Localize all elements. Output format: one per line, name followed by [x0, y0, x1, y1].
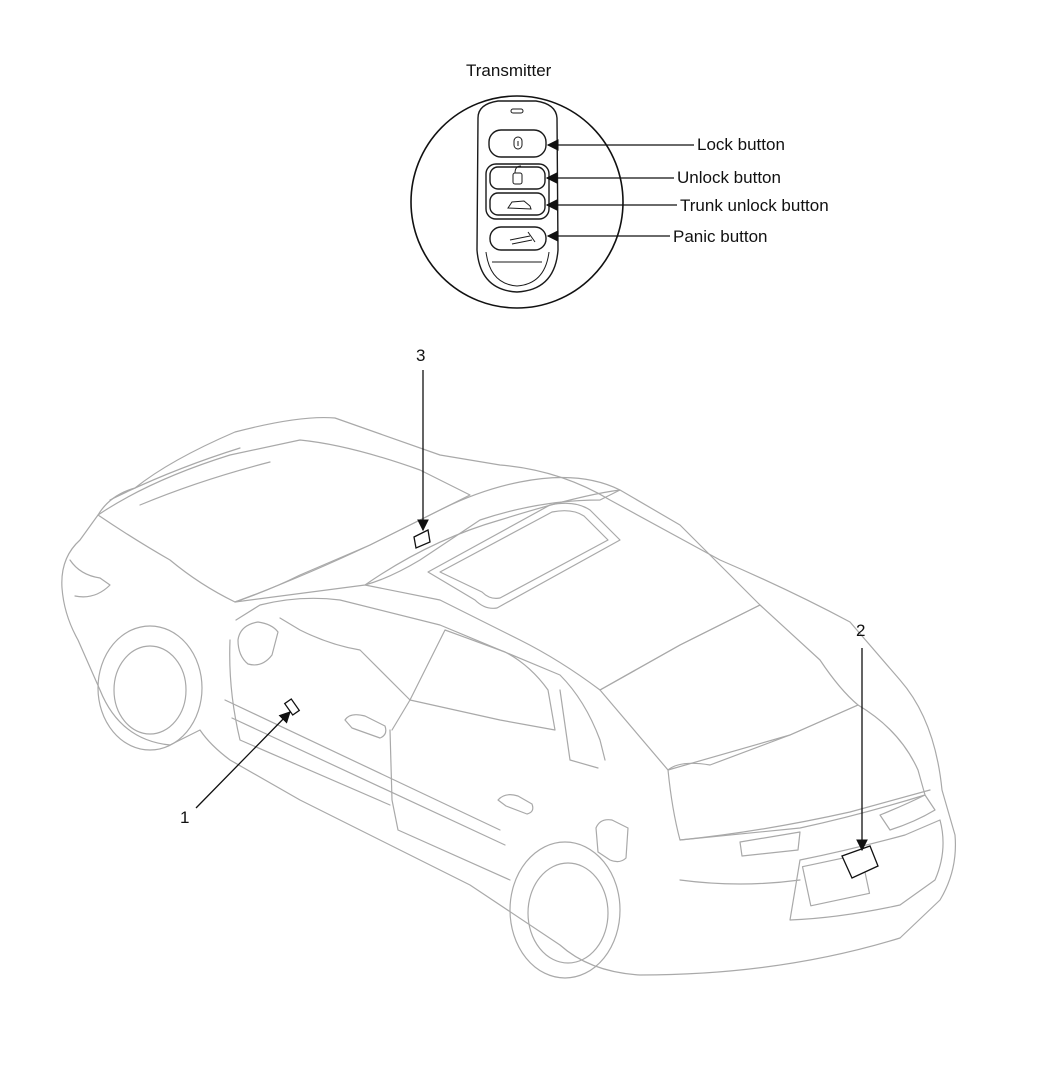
callout-1	[195, 698, 301, 809]
panic-button-label: Panic button	[673, 227, 768, 246]
callout-3	[413, 370, 431, 549]
transmitter-detail	[410, 95, 694, 309]
callout-1-leader	[195, 711, 291, 809]
panic-button	[489, 226, 547, 251]
trunk-unlock-button-label: Trunk unlock button	[680, 196, 829, 215]
unlock-button-label: Unlock button	[677, 168, 781, 187]
callout-number-2: 2	[856, 621, 866, 640]
callout-2	[841, 648, 879, 879]
callout-number-1: 1	[180, 808, 190, 827]
trunk-unlock-button	[489, 192, 546, 216]
receiver-part	[413, 529, 431, 549]
lock-button-label: Lock button	[697, 135, 785, 154]
sedan-drawing	[61, 416, 957, 979]
trunk-module-part	[841, 845, 879, 879]
door-switch-part	[283, 698, 301, 716]
lock-button	[488, 129, 547, 158]
callout-number-3: 3	[416, 346, 426, 365]
transmitter-title: Transmitter	[466, 61, 552, 80]
unlock-button	[489, 165, 546, 190]
